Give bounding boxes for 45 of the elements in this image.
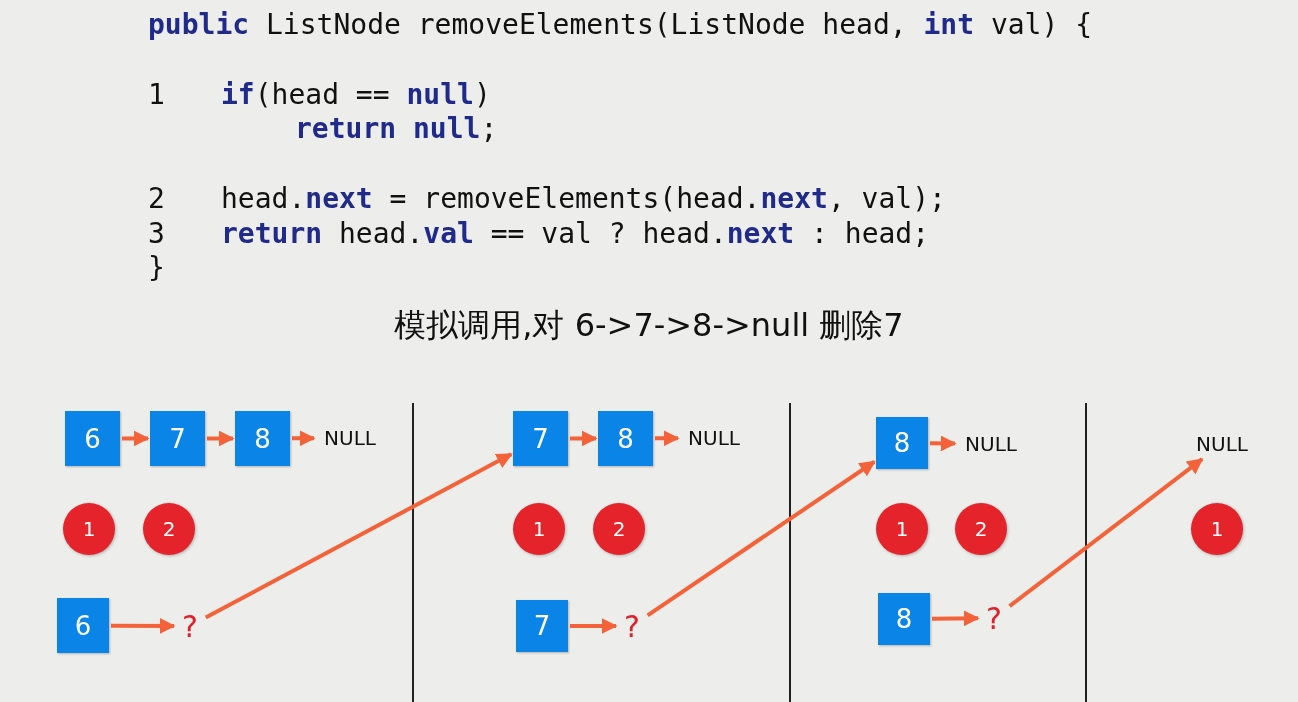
- list-node-box: 8: [878, 593, 930, 645]
- code-line: return null;: [295, 112, 498, 146]
- arrow: [931, 610, 980, 627]
- null-text: NULL: [316, 424, 384, 452]
- list-node-box: 7: [150, 411, 205, 466]
- step-number-circle: 2: [955, 503, 1007, 555]
- line-number: 2: [148, 182, 165, 216]
- question-mark: ?: [618, 606, 646, 646]
- diagram-title: 模拟调用,对 6->7->8->null 删除7: [393, 305, 905, 346]
- arrow: [646, 460, 876, 618]
- code-line: head.next = removeElements(head.next, val);: [221, 182, 946, 216]
- null-text: NULL: [1188, 430, 1256, 458]
- null-text: NULL: [957, 430, 1025, 458]
- arrow: [570, 430, 598, 447]
- step-number-circle: 1: [1191, 503, 1243, 555]
- arrow: [570, 618, 618, 634]
- list-node-box: 7: [516, 600, 568, 652]
- line-number: 3: [148, 217, 165, 251]
- arrow: [929, 435, 957, 452]
- list-node-box: 8: [598, 411, 653, 466]
- line-number: 1: [148, 78, 165, 112]
- list-node-box: 7: [513, 411, 568, 466]
- arrow: [204, 452, 513, 620]
- step-number-circle: 2: [143, 503, 195, 555]
- arrow: [111, 617, 176, 634]
- question-mark: ?: [980, 598, 1008, 638]
- question-mark: ?: [176, 606, 204, 646]
- null-text: NULL: [680, 424, 748, 452]
- arrow: [292, 430, 316, 447]
- code-line: }: [148, 251, 165, 285]
- step-number-circle: 1: [876, 503, 928, 555]
- step-number-circle: 1: [513, 503, 565, 555]
- code-line: public ListNode removeElements(ListNode head, int val) {: [148, 8, 1093, 42]
- arrow: [207, 430, 235, 447]
- list-node-box: 6: [65, 411, 120, 466]
- code-line: if(head == null): [221, 78, 491, 112]
- code-line: return head.val == val ? head.next : head;: [221, 217, 930, 251]
- arrow: [1008, 457, 1204, 608]
- list-node-box: 6: [57, 598, 109, 653]
- list-node-box: 8: [876, 417, 928, 469]
- step-number-circle: 2: [593, 503, 645, 555]
- arrow: [655, 430, 680, 447]
- arrow: [122, 430, 150, 447]
- list-node-box: 8: [235, 411, 290, 466]
- step-number-circle: 1: [63, 503, 115, 555]
